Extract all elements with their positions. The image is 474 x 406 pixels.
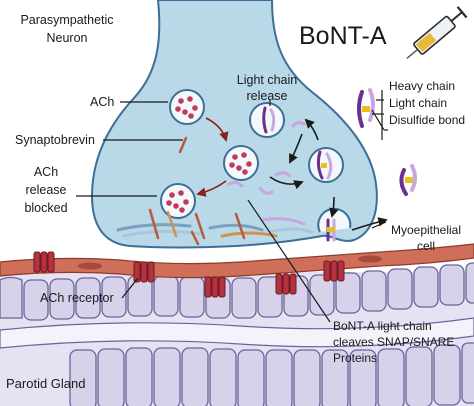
neuron-terminal (90, 0, 378, 249)
label-cleave-line1: BoNT-A light chain (333, 319, 432, 333)
label-blocked-line3: blocked (24, 201, 67, 215)
label-myo-line1: Myoepithelial (391, 223, 461, 237)
label-bont-cleaves: BoNT-A light chain cleaves SNAP/SNARE Pr… (333, 319, 454, 365)
gland-cell-row-lower (69, 342, 474, 406)
label-disulfide-bond: Disulfide bond (389, 113, 465, 127)
label-ach-receptor: ACh receptor (40, 291, 114, 305)
label-ach: ACh (90, 95, 114, 109)
label-neuron-line2: Neuron (47, 31, 88, 45)
vesicle-toxin-chains (262, 106, 336, 242)
trafficking-arrows (196, 117, 388, 231)
label-blocked-line2: release (26, 183, 67, 197)
label-ach-release-blocked: ACh release blocked (24, 165, 67, 215)
label-light-release-line2: release (247, 89, 288, 103)
label-myoepithelial: Myoepithelial cell (391, 223, 461, 253)
label-light-release-line1: Light chain (237, 73, 298, 87)
label-cleave-line3: Proteins (333, 351, 377, 365)
free-light-chains (227, 120, 306, 195)
parotid-gland-tissue (0, 262, 474, 406)
leader-lines (76, 90, 388, 323)
label-synaptobrevin: Synaptobrevin (15, 133, 95, 147)
bont-toxin-icon (357, 88, 417, 196)
label-parotid-gland: Parotid Gland (6, 376, 86, 391)
label-myo-line2: cell (417, 239, 435, 253)
label-heavy-chain: Heavy chain (389, 79, 455, 93)
ach-receptor-icon (33, 251, 345, 298)
syringe-icon (406, 6, 468, 59)
label-bont-a: BoNT-A (299, 22, 387, 50)
myo-nuclei (78, 255, 382, 270)
label-light-chain-release: Light chain release (237, 73, 298, 103)
gland-cell-row-upper (0, 262, 474, 321)
gland-lumen (0, 317, 474, 349)
label-cleave-line2: cleaves SNAP/SNARE (333, 335, 454, 349)
label-blocked-line1: ACh (34, 165, 58, 179)
label-light-chain: Light chain (389, 96, 447, 110)
label-neuron: Parasympathetic Neuron (20, 13, 113, 45)
label-neuron-line1: Parasympathetic (20, 13, 113, 27)
